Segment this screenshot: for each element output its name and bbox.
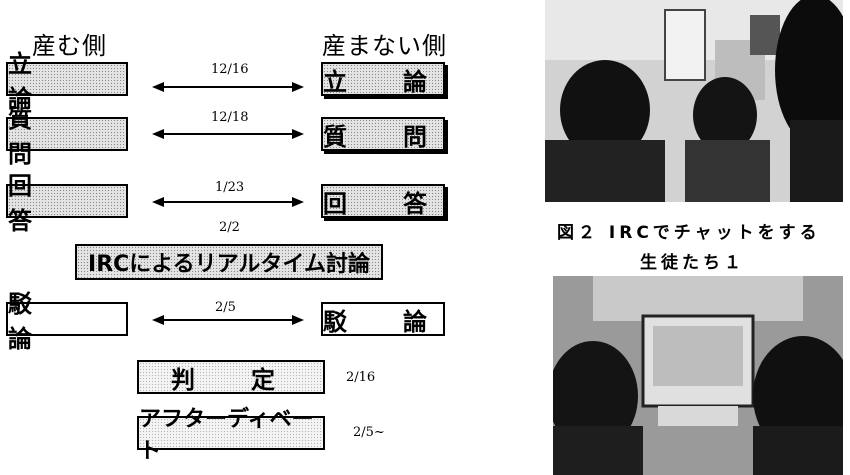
date-label: 12/16: [211, 62, 249, 77]
irc-date-label: 2/2: [219, 220, 240, 235]
figure-caption-line2: 生徒たち１: [640, 253, 745, 273]
left-box-label: 回 答: [8, 172, 88, 235]
right-box-kaitou: 回 答: [321, 184, 445, 218]
right-heading: 産まない側: [322, 32, 447, 60]
photo-1-image: [545, 0, 843, 202]
date-label: 2/5: [215, 300, 236, 315]
date-label: 1/23: [215, 180, 245, 195]
after-debate-date-label: 2/5~: [353, 425, 385, 440]
left-box-bakuron: 駁 論: [6, 290, 128, 353]
double-arrow: [152, 315, 304, 325]
left-box-shitsumon: 質 問: [6, 105, 128, 168]
students-chat-photo-2: [553, 276, 843, 475]
left-box-kaitou: 回 答: [6, 172, 128, 235]
figure-caption-line1: 図２ IRCでチャットをする: [557, 223, 821, 243]
judgment-box: 判 定: [137, 360, 325, 394]
left-box-rironn: 立 論: [6, 50, 128, 113]
after-debate-box: アフターディベート: [137, 407, 325, 464]
left-box-label: 駁 論: [8, 290, 88, 353]
judgment-date-label: 2/16: [346, 370, 376, 385]
after-debate-label: アフターディベート: [139, 407, 314, 464]
double-arrow: [152, 82, 304, 92]
right-box-rironn: 立 論: [321, 62, 445, 96]
irc-debate-label: IRCによるリアルタイム討論: [88, 252, 370, 277]
left-box-label: 質 問: [8, 105, 88, 168]
left-heading: 産む側: [32, 32, 107, 60]
double-arrow: [152, 197, 304, 207]
date-label: 12/18: [211, 110, 249, 125]
right-box-label: 立 論: [323, 67, 443, 96]
photo-2-image: [553, 276, 843, 475]
judgment-label: 判 定: [171, 365, 291, 394]
right-box-shitsumon: 質 問: [321, 117, 445, 151]
students-chat-photo-1: [545, 0, 843, 202]
right-box-label: 駁 論: [323, 307, 443, 336]
irc-debate-box: IRCによるリアルタイム討論: [75, 244, 383, 280]
right-box-label: 質 問: [323, 122, 443, 151]
double-arrow: [152, 129, 304, 139]
right-box-label: 回 答: [323, 189, 443, 218]
left-box-label: 立 論: [8, 50, 88, 113]
right-box-bakuron: 駁 論: [321, 302, 445, 336]
